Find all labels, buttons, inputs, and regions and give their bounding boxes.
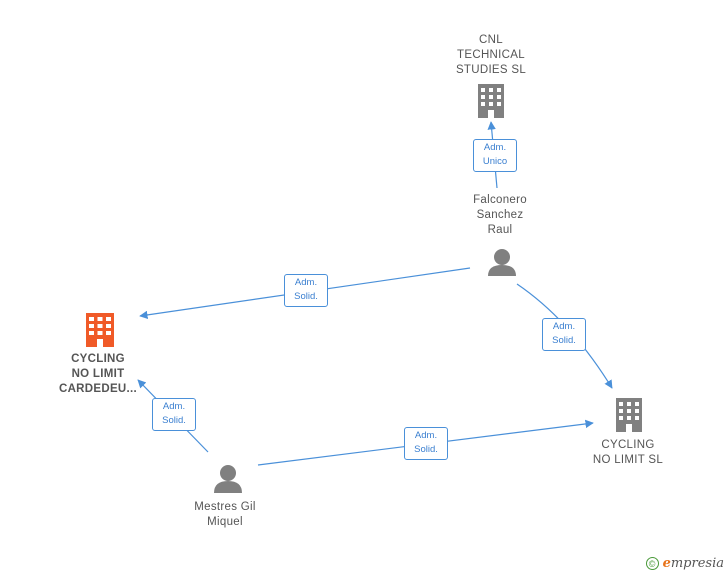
brand-logo[interactable]: empresia [662,556,724,571]
building-icon-highlight[interactable] [86,313,114,347]
node-label-mestres[interactable]: Mestres Gil Miquel [194,501,256,528]
edge-label-adm-unico: Adm. Unico [473,139,517,172]
edge-label-adm-solid: Adm. Solid. [284,274,328,307]
node-label-cycling-cardedeu[interactable]: CYCLING NO LIMIT CARDEDEU... [58,353,138,395]
building-icon[interactable] [616,398,642,432]
person-icon[interactable] [488,249,516,276]
footer-brand: © empresia [645,556,724,571]
edge-label-adm-solid: Adm. Solid. [152,398,196,431]
building-icon[interactable] [478,84,504,118]
node-label-cycling-sl[interactable]: CYCLING NO LIMIT SL [592,439,664,466]
edge-label-adm-solid: Adm. Solid. [542,318,586,351]
node-label-cnl[interactable]: CNL TECHNICAL STUDIES SL [455,34,527,76]
person-icon[interactable] [214,465,242,493]
edge-label-adm-solid: Adm. Solid. [404,427,448,460]
copyright-icon: © [645,557,659,570]
node-label-falconero[interactable]: Falconero Sanchez Raul [473,194,527,236]
